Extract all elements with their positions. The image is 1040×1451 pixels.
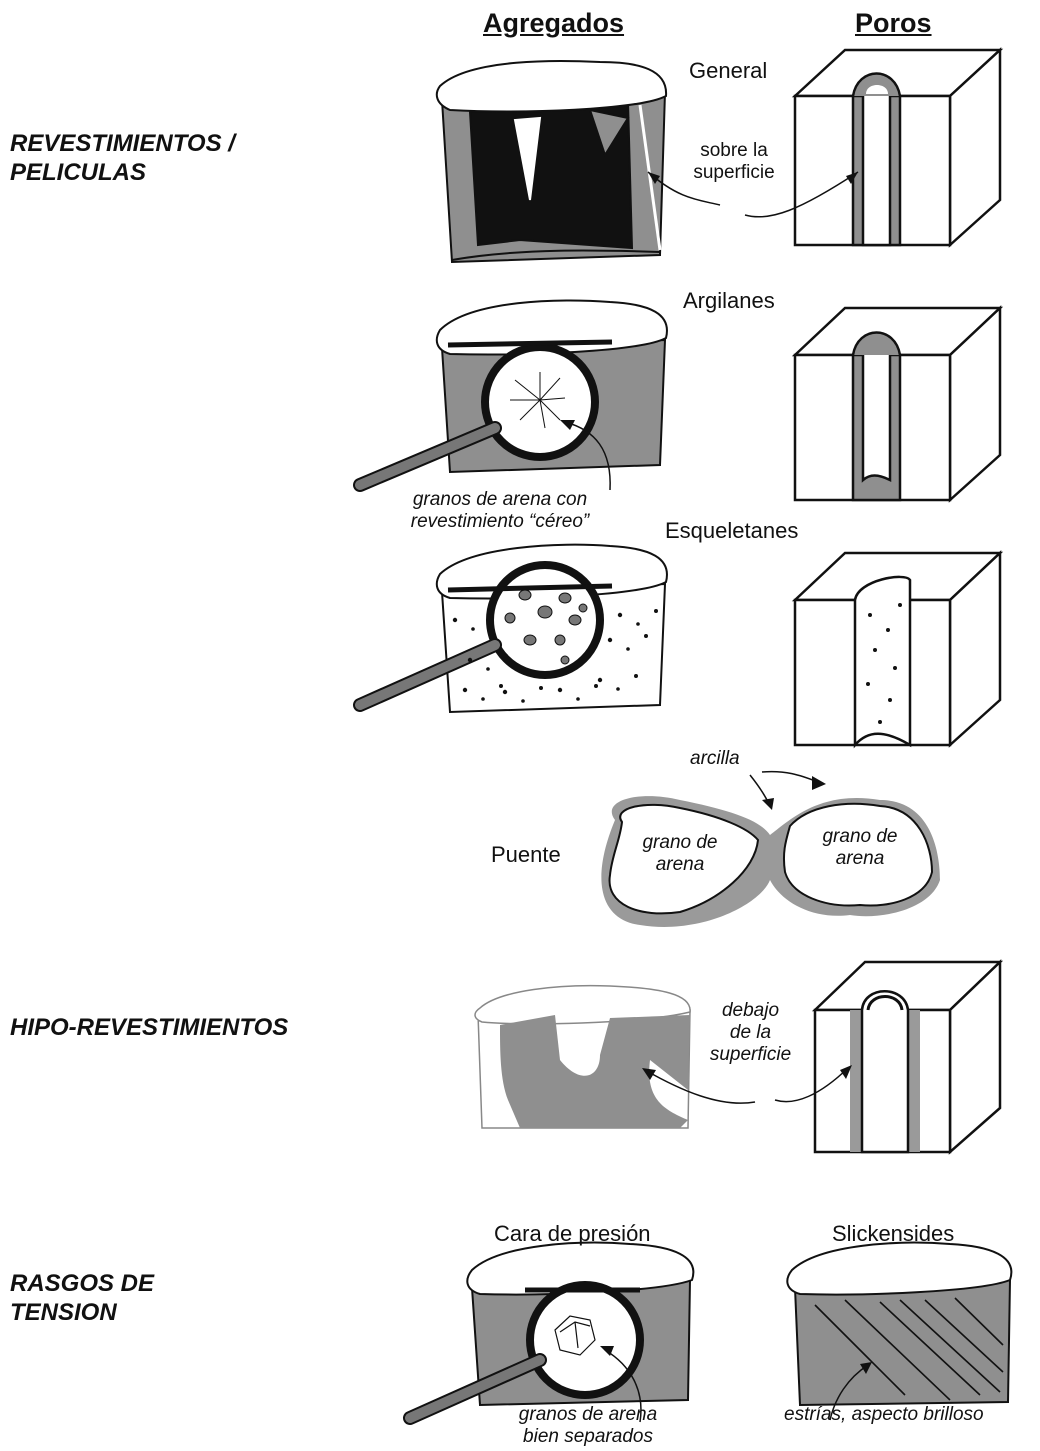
note-pressure-face-line-1: granos de arena bbox=[518, 1404, 658, 1425]
note-pressure-face-line-2: bien separados bbox=[523, 1425, 653, 1447]
hypo-aggregate-block bbox=[474, 984, 691, 1129]
title-slickensides: Slickensides bbox=[832, 1221, 955, 1246]
header-pores: Poros bbox=[855, 8, 932, 38]
title-skeletans: Esqueletanes bbox=[665, 518, 799, 543]
label-grain-right: grano de arena bbox=[790, 826, 930, 870]
note-argillans-line-1: granos de arena con bbox=[412, 489, 588, 510]
note-hypo-line-1: debajo bbox=[721, 1000, 780, 1021]
label-grain-left: grano de arena bbox=[615, 832, 745, 876]
category-stress-features: RASGOS DE TENSION bbox=[10, 1270, 154, 1328]
category-coatings: REVESTIMIENTOS / PELICULAS bbox=[10, 130, 235, 188]
hypo-pore-block bbox=[811, 959, 1004, 1155]
argillans-pore-block bbox=[791, 305, 1004, 503]
general-arrowhead-pore bbox=[846, 172, 858, 184]
note-slickensides: estrías, aspecto brilloso bbox=[784, 1404, 984, 1425]
hypo-arrow-pore bbox=[774, 1067, 849, 1103]
label-grain-left-line-2: arena bbox=[655, 853, 705, 875]
label-grain-right-line-2: arena bbox=[835, 847, 885, 869]
note-hypo-line-2: de la bbox=[729, 1021, 772, 1043]
note-argillans: granos de arena con revestimiento “céreo… bbox=[365, 489, 635, 533]
note-argillans-line-2: revestimiento “céreo” bbox=[410, 510, 590, 532]
note-general-line-1: sobre la bbox=[700, 140, 768, 161]
title-pressure-face: Cara de presión bbox=[494, 1221, 651, 1246]
argillans-arrowhead bbox=[560, 420, 575, 430]
title-bridge: Puente bbox=[491, 842, 561, 867]
argillans-aggregate-block bbox=[353, 299, 668, 492]
general-arrowhead-aggregate bbox=[648, 172, 660, 184]
pressure-face-arrow bbox=[604, 1349, 642, 1423]
pressure-face-crystal bbox=[554, 1315, 596, 1356]
title-argillans: Argilanes bbox=[683, 288, 775, 313]
category-stress-line-1: RASGOS DE bbox=[10, 1270, 155, 1297]
argillans-sparkle bbox=[510, 372, 566, 429]
general-aggregate-block bbox=[435, 59, 668, 264]
category-stress-line-2: TENSION bbox=[10, 1298, 117, 1326]
label-clay: arcilla bbox=[690, 748, 740, 769]
skeletans-grains bbox=[504, 589, 588, 665]
slickensides-striations bbox=[814, 1297, 1004, 1401]
label-grain-right-line-1: grano de bbox=[822, 826, 898, 847]
pressure-face-aggregate-block bbox=[403, 1241, 695, 1425]
category-coatings-line-1: REVESTIMIENTOS / bbox=[10, 130, 235, 157]
slickensides-arrow bbox=[829, 1364, 869, 1421]
skeletans-pore-block bbox=[791, 550, 1004, 749]
pressure-face-arrowhead bbox=[600, 1346, 614, 1356]
category-hypocoatings: HIPO-REVESTIMIENTOS bbox=[10, 1014, 289, 1041]
general-pore-block bbox=[791, 47, 1004, 248]
hypo-arrowhead-pore bbox=[840, 1065, 852, 1079]
slickensides-arrowhead bbox=[860, 1362, 872, 1374]
note-general: sobre la superficie bbox=[684, 140, 784, 184]
label-grain-left-line-1: grano de bbox=[642, 832, 718, 853]
note-hypo-line-3: superficie bbox=[709, 1043, 792, 1065]
bridge-arrowhead-left bbox=[762, 798, 774, 810]
bridge-grains bbox=[601, 796, 940, 927]
argillans-arrow bbox=[564, 421, 611, 491]
note-hypo: debajo de la superficie bbox=[698, 1000, 803, 1066]
slickensides-block bbox=[786, 1241, 1013, 1407]
note-general-line-2: superficie bbox=[693, 161, 775, 183]
category-coatings-line-2: PELICULAS bbox=[10, 158, 147, 186]
bridge-arrow-right bbox=[761, 770, 819, 783]
skeletans-pore-speckles bbox=[866, 603, 902, 724]
header-aggregates: Agregados bbox=[483, 8, 625, 38]
note-pressure-face: granos de arena bien separados bbox=[488, 1404, 688, 1448]
general-arrow-pore bbox=[744, 171, 859, 218]
hypo-arrow-aggregate bbox=[644, 1069, 756, 1104]
hypo-arrowhead-aggregate bbox=[642, 1068, 656, 1080]
bridge-arrowhead-right bbox=[812, 776, 826, 790]
skeletans-aggregate-block bbox=[353, 543, 668, 714]
title-general: General bbox=[689, 58, 768, 83]
